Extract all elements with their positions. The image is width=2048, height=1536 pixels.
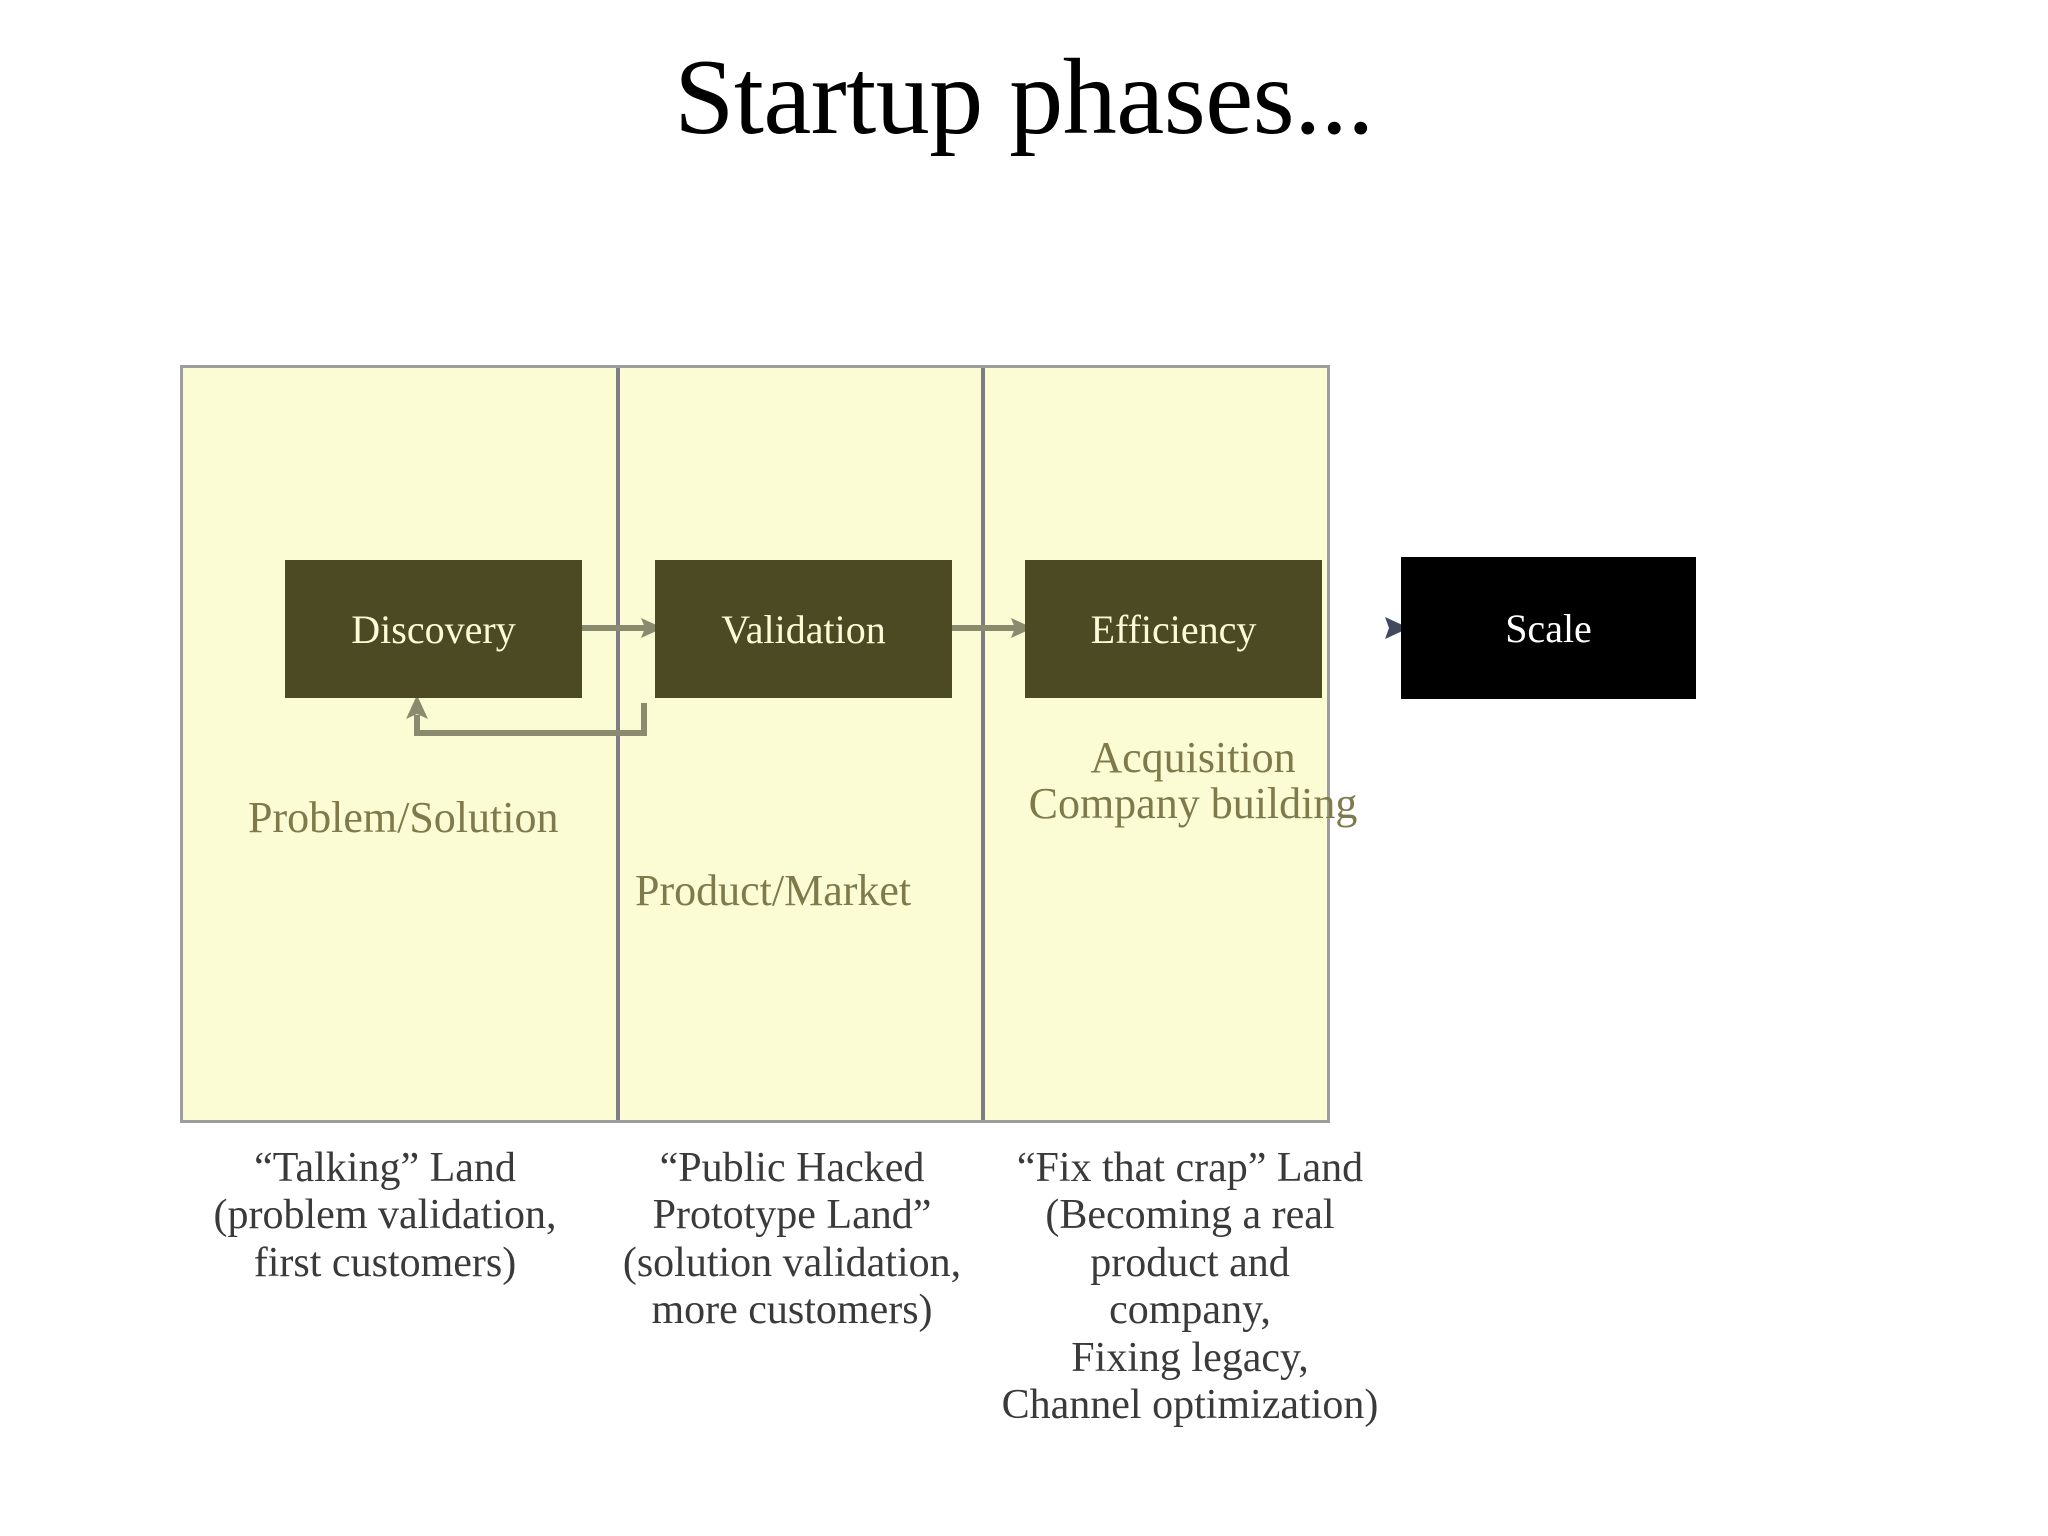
caption-validation-line-2: Prototype Land”: [652, 1192, 932, 1239]
stage-label-efficiency: Efficiency: [1090, 606, 1257, 652]
stage-label-validation: Validation: [721, 606, 886, 652]
arrow-discovery-to-validation: [575, 618, 663, 638]
lane-divider-2: [981, 368, 985, 1120]
lane-label-problem-solution: Problem/Solution: [248, 793, 559, 842]
stage-label-scale: Scale: [1505, 605, 1592, 651]
page-title: Startup phases...: [674, 38, 1374, 157]
caption-validation-line-1: “Public Hacked: [659, 1145, 925, 1191]
lane-label-product-market: Product/Market: [635, 866, 912, 915]
caption-validation-line-4: more customers): [651, 1287, 933, 1334]
arrow-validation-to-efficiency: [945, 618, 1033, 638]
lane-label-acquisition: Acquisition: [1090, 733, 1296, 782]
caption-efficiency-line-2: (Becoming a real: [1045, 1192, 1335, 1239]
caption-efficiency-line-1: “Fix that crap” Land: [1016, 1145, 1364, 1191]
stage-box-validation[interactable]: Validation: [655, 560, 952, 698]
stage-box-scale[interactable]: Scale: [1401, 557, 1696, 699]
caption-discovery-line-2: (problem validation,: [213, 1192, 557, 1239]
arrow-feedback-validation-to-discovery: [406, 695, 647, 736]
caption-validation: “Public Hacked Prototype Land” (solution…: [592, 1145, 992, 1335]
swimlane-panel: [180, 365, 1330, 1123]
lane-label-company-building: Company building: [1028, 779, 1358, 829]
caption-discovery-line-1: “Talking” Land: [254, 1145, 516, 1191]
lane-label-efficiency-notes: Acquisition Company building: [1003, 733, 1383, 829]
arrow-efficiency-to-scale: [1315, 617, 1409, 639]
caption-validation-line-3: (solution validation,: [622, 1239, 962, 1286]
caption-efficiency-line-3: product and: [1090, 1239, 1290, 1286]
lane-divider-1: [616, 368, 620, 1120]
caption-efficiency-line-5: Fixing legacy,: [1071, 1334, 1309, 1381]
caption-discovery-line-3: first customers): [253, 1239, 517, 1286]
stage-box-discovery[interactable]: Discovery: [285, 560, 582, 698]
caption-efficiency: “Fix that crap” Land (Becoming a real pr…: [980, 1145, 1400, 1430]
caption-discovery: “Talking” Land (problem validation, firs…: [175, 1145, 595, 1287]
stage-label-discovery: Discovery: [351, 606, 516, 652]
caption-efficiency-line-6: Channel optimization): [1001, 1382, 1379, 1429]
stage-box-efficiency[interactable]: Efficiency: [1025, 560, 1322, 698]
caption-efficiency-line-4: company,: [1109, 1287, 1271, 1334]
